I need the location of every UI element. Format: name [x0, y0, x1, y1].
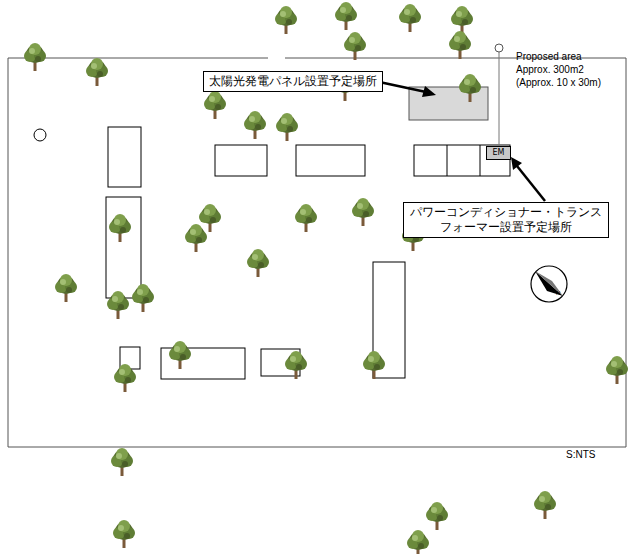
trees	[24, 2, 628, 554]
tree-symbol	[606, 356, 628, 384]
tree-symbol	[114, 364, 136, 392]
scale-label: S:NTS	[566, 449, 595, 460]
tree-symbol	[244, 111, 266, 139]
area-label: Approx. 300m2	[516, 64, 584, 75]
north-letter: N	[556, 290, 560, 296]
tree-symbol	[55, 274, 77, 302]
tree-symbol	[426, 502, 448, 530]
tree-symbol	[107, 291, 129, 319]
tree-symbol	[276, 113, 298, 141]
tree-symbol	[344, 32, 366, 60]
buildings	[106, 127, 510, 379]
tree-symbol	[111, 448, 133, 476]
tree-symbol	[199, 204, 221, 232]
callout-text: 太陽光発電パネル設置予定場所	[209, 74, 377, 89]
tree-symbol	[132, 284, 154, 312]
leader-arrows	[370, 80, 545, 201]
north-arrow	[531, 266, 567, 302]
tree-symbol	[352, 198, 374, 226]
callout-box: 太陽光発電パネル設置予定場所	[203, 71, 383, 92]
callout-text: EM	[487, 147, 510, 159]
tree-symbol	[247, 249, 269, 277]
tree-symbol	[449, 31, 471, 59]
callout-box: パワーコンディショナー・トランス フォーマー設置予定場所	[403, 202, 609, 238]
tree-symbol	[275, 6, 297, 34]
tree-symbol	[459, 74, 481, 102]
area-label: (Approx. 10 x 30m)	[516, 77, 601, 88]
callout-text: パワーコンディショナー・トランス フォーマー設置予定場所	[408, 205, 604, 235]
tree-symbol	[407, 530, 429, 554]
tree-symbol	[169, 341, 191, 369]
marker-circle	[34, 129, 46, 141]
tree-symbol	[399, 4, 421, 32]
tree-symbol	[113, 520, 135, 548]
tree-symbol	[335, 2, 357, 30]
area-label: Proposed area	[516, 51, 582, 62]
tree-symbol	[451, 6, 473, 34]
site-boundary	[8, 58, 626, 447]
tree-symbol	[109, 214, 131, 242]
tree-symbol	[363, 351, 385, 379]
tree-symbol	[86, 58, 108, 86]
meter-box: EM	[486, 146, 511, 160]
pole	[495, 44, 503, 52]
pole-line	[499, 52, 500, 146]
tree-symbol	[285, 351, 307, 379]
tree-symbol	[185, 224, 207, 252]
tree-symbol	[24, 43, 46, 71]
tree-symbol	[295, 204, 317, 232]
tree-symbol	[534, 491, 556, 519]
tree-symbol	[204, 91, 226, 119]
